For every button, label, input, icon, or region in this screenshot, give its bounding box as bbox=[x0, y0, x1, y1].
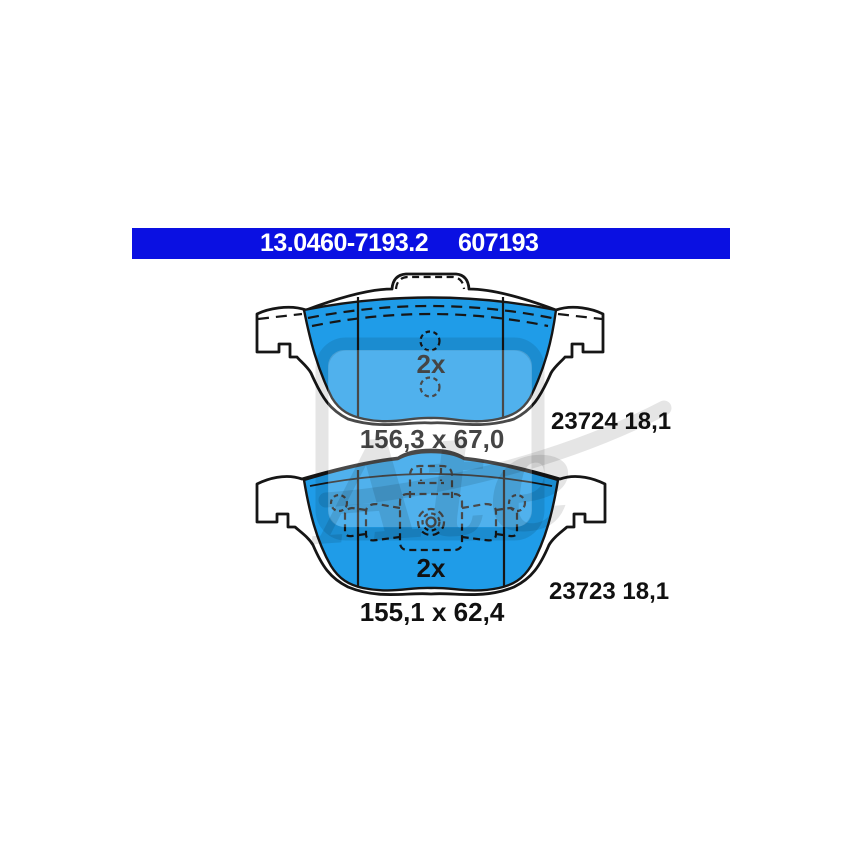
tab-dashed-line bbox=[394, 275, 466, 290]
right-ear-dashed-line bbox=[557, 312, 603, 321]
quantity-label-top: 2x bbox=[417, 349, 446, 379]
watermark-box-fill bbox=[328, 350, 532, 527]
watermark-swoosh bbox=[318, 400, 672, 508]
watermark-script: Ate bbox=[302, 396, 580, 577]
hole-bottom bbox=[419, 376, 441, 398]
reference-number-text: 607193 bbox=[458, 229, 539, 257]
piston-clip-assembly bbox=[343, 464, 519, 552]
hole-left bbox=[329, 493, 349, 513]
wva-label-top: 23724 18,1 bbox=[551, 408, 671, 435]
quantity-label-bottom: 2x bbox=[417, 553, 446, 583]
part-number-banner: 13.0460-7193.2 607193 bbox=[132, 228, 730, 259]
watermark-box-frame bbox=[315, 337, 545, 541]
hole-right bbox=[507, 493, 527, 513]
friction-pad-bottom bbox=[302, 450, 560, 592]
hole-top bbox=[419, 330, 441, 352]
wva-label-bottom: 23723 18,1 bbox=[549, 578, 669, 605]
friction-pad-top bbox=[302, 296, 558, 423]
dimensions-label-bottom: 155,1 x 62,4 bbox=[360, 597, 505, 627]
hidden-edge-dashed-lower bbox=[311, 312, 549, 328]
left-ear-dashed-line bbox=[257, 312, 303, 321]
pad-drawing-top: 2x 156,3 x 67,0 23724 18,1 bbox=[255, 272, 671, 454]
plate-inner-edge bbox=[309, 473, 553, 487]
part-number-text: 13.0460-7193.2 bbox=[260, 229, 429, 257]
pad-drawing-bottom: 2x 155,1 x 62,4 23723 18,1 bbox=[255, 448, 669, 627]
ate-watermark: Ate bbox=[302, 337, 672, 577]
